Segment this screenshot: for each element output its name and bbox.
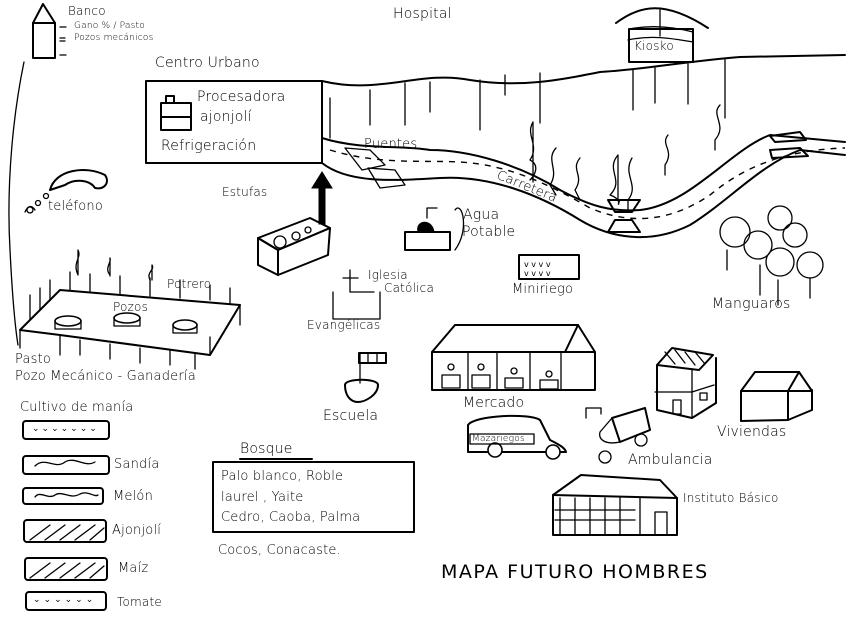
bridges-label: Puentes <box>364 137 418 152</box>
forest-line-2: laurel , Yaite <box>221 490 304 505</box>
forest-line-3: Cedro, Caoba, Palma <box>221 510 361 525</box>
phone-label: teléfono <box>48 199 104 214</box>
bank-building-icon <box>32 3 67 59</box>
legend-label-tomate: Tomate <box>117 595 162 609</box>
arrow-up-icon <box>311 171 333 225</box>
mango-trees-icon <box>719 205 824 306</box>
church-label-2: Católica <box>384 281 434 295</box>
ambulance-icon <box>585 407 651 464</box>
farm-caption-1: Pasto <box>15 352 52 367</box>
mango-trees-label: Manguaros <box>712 296 791 312</box>
stoves-label: Estufas <box>222 185 268 199</box>
road <box>321 54 846 239</box>
pasture-label: Potrero <box>167 277 212 291</box>
svg-text:v v v v: v v v v <box>524 260 551 269</box>
processing-label: Procesadora <box>197 89 286 105</box>
church-label-1: Iglesia <box>368 268 408 282</box>
market-label: Mercado <box>463 395 525 411</box>
housing-label: Viviendas <box>717 424 787 440</box>
crop-legend-swatches <box>22 420 110 611</box>
school-label: Escuela <box>323 408 379 424</box>
hospital-label: Hospital <box>393 6 452 22</box>
mini-irrigation-label: Miniriego <box>512 282 574 297</box>
urban-center-heading: Centro Urbano <box>155 55 260 71</box>
legend-label-sandia: Sandía <box>114 457 160 472</box>
school-icon <box>344 352 387 403</box>
water-label-2: Potable <box>462 224 516 240</box>
kiosk-icon <box>615 7 709 63</box>
legend-pattern-tomate: ⌄⌄⌄⌄⌄⌄ <box>33 595 97 605</box>
bank-note-2: Pozos mecánicos <box>74 33 154 43</box>
kiosk-label: Kiosko <box>634 39 674 53</box>
bus-label: Mazariegos <box>472 434 525 444</box>
trees-along-road <box>529 104 721 211</box>
wells-label: Pozos <box>113 300 149 314</box>
bus-icon <box>467 414 567 460</box>
forest-box <box>212 461 415 533</box>
stove-icon <box>257 217 331 276</box>
crops-legend-heading: Cultivo de manía <box>20 400 134 415</box>
bank-label: Banco <box>68 4 106 18</box>
urban-center-box <box>145 80 323 164</box>
well-icons <box>54 312 198 334</box>
map-title: MAPA FUTURO HOMBRES <box>441 561 709 583</box>
bank-note-1: Gano % / Pasto <box>74 21 145 31</box>
institute-building-icon <box>552 474 678 536</box>
factory-icon <box>160 95 192 131</box>
mini-irrigation-icon: v v v v v v v v <box>518 254 580 280</box>
path-line <box>8 61 25 346</box>
refrigeration-label: Refrigeración <box>161 138 257 154</box>
legend-label-maiz: Maíz <box>118 561 149 576</box>
processing-item-label: ajonjolí <box>200 109 252 125</box>
svg-text:v v v v: v v v v <box>524 269 551 278</box>
house-icon <box>740 371 813 422</box>
telephone-icon <box>24 169 108 214</box>
farm-caption-2: Pozo Mecánico - Ganadería <box>15 369 196 384</box>
water-tank-icon <box>404 207 465 251</box>
two-story-house-icon <box>654 347 717 419</box>
forest-extra: Cocos, Conacaste. <box>218 543 341 558</box>
evangelicals-label: Evangélicas <box>307 318 381 332</box>
water-label-1: Agua <box>463 207 500 223</box>
ambulance-label: Ambulancia <box>628 452 713 468</box>
legend-label-ajonjoli: Ajonjolí <box>112 523 162 538</box>
forest-heading: Bosque <box>240 441 293 457</box>
corral <box>19 249 241 370</box>
legend-label-melon: Melón <box>113 489 154 504</box>
market-building-icon <box>431 324 596 391</box>
institute-label: Instituto Básico <box>683 491 779 505</box>
forest-line-1: Palo blanco, Roble <box>221 469 344 484</box>
legend-pattern-v: ⌄⌄⌄⌄⌄⌄⌄ <box>32 424 99 434</box>
church-icon <box>332 269 381 320</box>
